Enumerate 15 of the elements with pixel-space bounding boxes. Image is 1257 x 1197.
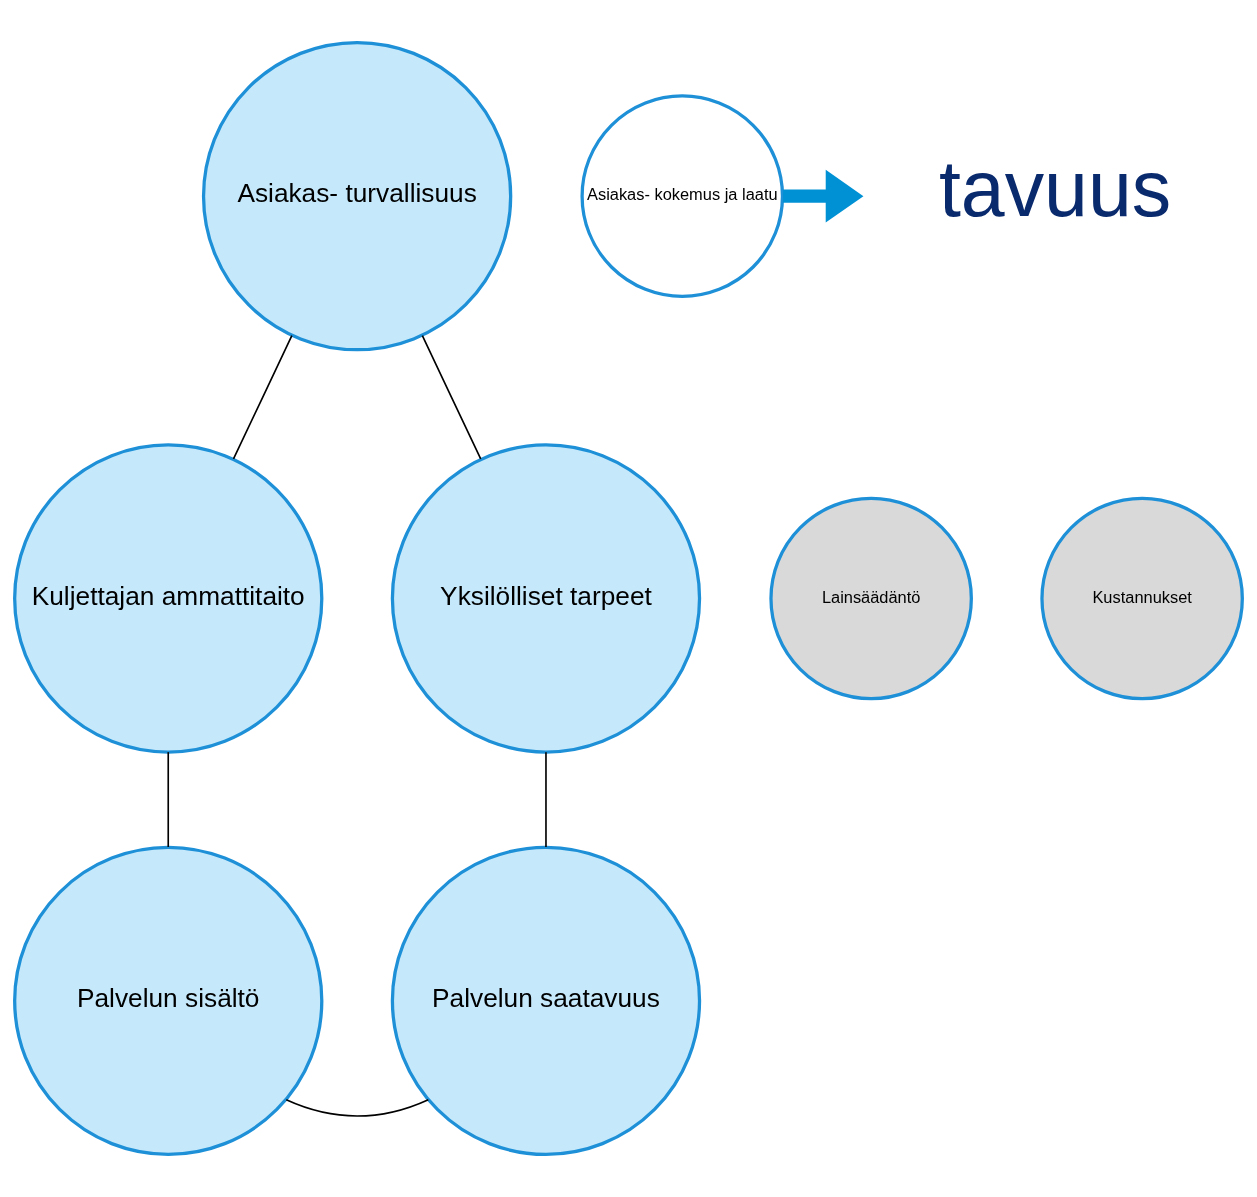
connector bbox=[545, 751, 547, 848]
arrow bbox=[783, 169, 864, 223]
node-circle: Kuljettajan ammattitaito bbox=[13, 443, 324, 754]
connector bbox=[167, 751, 170, 848]
node-circle: Palvelun sisältö bbox=[13, 845, 324, 1157]
node-circle: Yksilölliset tarpeet bbox=[390, 443, 702, 754]
label: tavuus bbox=[938, 144, 1172, 233]
node-circle: Kustannukset bbox=[1040, 496, 1244, 701]
connector bbox=[232, 334, 293, 460]
node-circle: Asiakas- kokemus ja laatu bbox=[580, 94, 785, 298]
connector bbox=[285, 1098, 430, 1117]
node-circle: Lainsäädäntö bbox=[769, 496, 973, 701]
connector bbox=[421, 334, 482, 460]
node-circle: Asiakas- turvallisuus bbox=[201, 40, 513, 352]
node-circle: Palvelun saatavuus bbox=[390, 845, 702, 1157]
